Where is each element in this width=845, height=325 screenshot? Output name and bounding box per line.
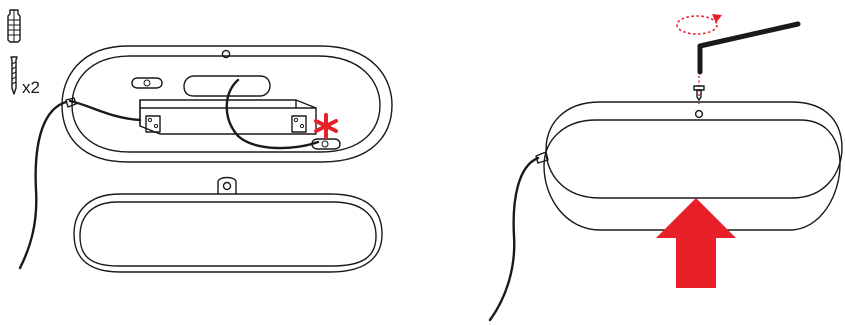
rotation-arrow-icon [677,14,722,34]
external-cable-left [20,102,66,268]
internal-wire-input [70,101,140,120]
right-panel [490,14,842,320]
screw-icon [11,57,17,94]
left-panel: x2 [8,10,392,272]
screw-quantity-label: x2 [22,78,40,97]
cover-lens [74,178,382,273]
keyhole-right-icon [312,139,340,149]
fixing-screw-icon [694,86,704,100]
internal-wire-output [227,80,318,148]
hex-key-icon [700,24,798,72]
push-up-arrow-icon [656,198,736,288]
warning-asterisk-icon [316,115,336,137]
wall-anchor-icon [8,10,20,42]
external-cable-right [490,158,538,320]
keyhole-left-icon [132,78,162,88]
